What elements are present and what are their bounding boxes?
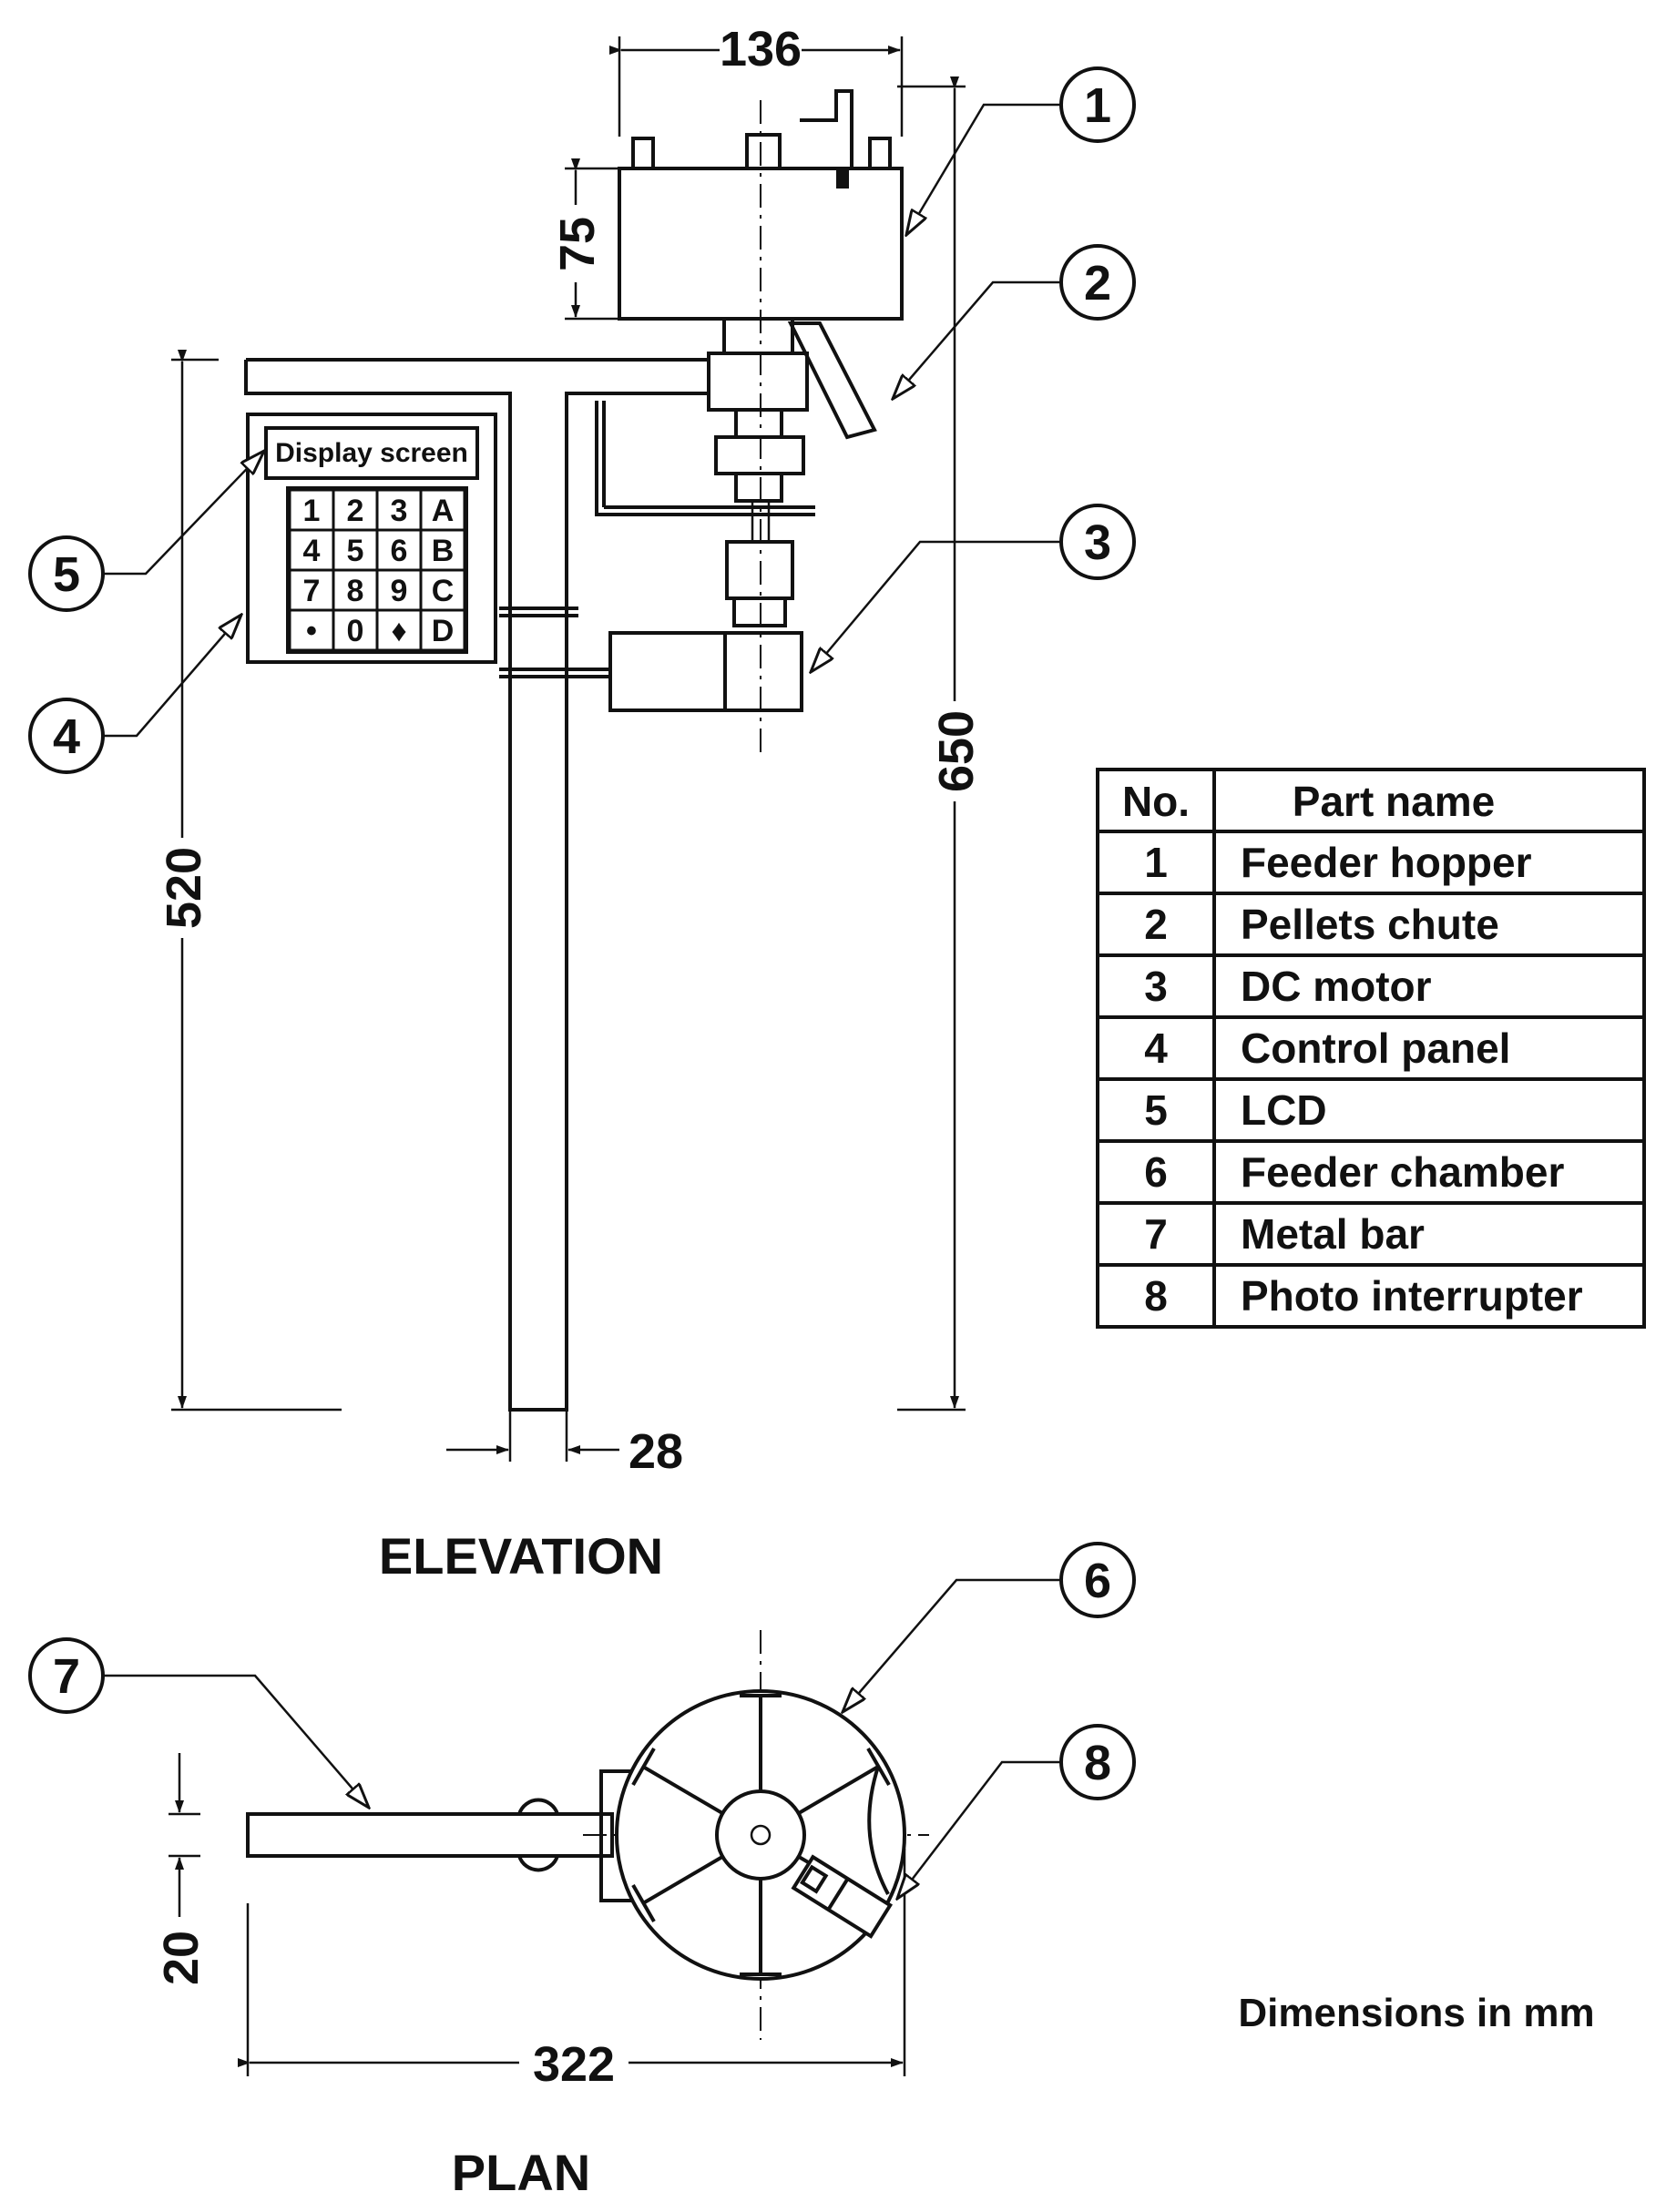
- table-cell-part-name: Pellets chute: [1241, 901, 1499, 948]
- hopper-bolt: [868, 137, 892, 170]
- keypad-key-label: 5: [347, 534, 364, 568]
- table-cell-part-name: Control panel: [1241, 1024, 1510, 1072]
- keypad-key-label: B: [432, 534, 455, 568]
- motor-body: [608, 631, 803, 712]
- callout-3: [1059, 504, 1136, 580]
- keypad-key-label: 2: [347, 494, 364, 528]
- table-cell-part-name: Metal bar: [1241, 1210, 1425, 1258]
- table-cell-no: 5: [1144, 1086, 1168, 1134]
- keypad-key-label: A: [432, 494, 455, 528]
- svg-text:136: 136: [720, 22, 802, 76]
- keypad-frame: [286, 486, 468, 654]
- keypad-key-label: 4: [303, 534, 321, 568]
- table-cell-no: 7: [1144, 1210, 1168, 1258]
- table-cell-part-name: DC motor: [1241, 963, 1432, 1010]
- svg-text:28: 28: [629, 1424, 683, 1479]
- svg-text:3: 3: [1084, 515, 1111, 570]
- dim-pole-width: 28: [446, 1410, 683, 1479]
- keypad-key-label: 9: [391, 574, 408, 608]
- keypad-key-label: •: [306, 614, 317, 648]
- coupling-jaw: [732, 596, 787, 627]
- keypad-key-label: 7: [303, 574, 321, 608]
- keypad-key-label: 3: [391, 494, 408, 528]
- callout-6: [1059, 1542, 1136, 1618]
- table-cell-part-name: Photo interrupter: [1241, 1272, 1583, 1320]
- dim-total-height: 650: [897, 76, 984, 1412]
- callout-1: [1059, 66, 1136, 143]
- hopper-bolt: [745, 133, 782, 170]
- plan-view: 20 322 PLAN: [154, 1630, 929, 2201]
- table-cell-part-name: Feeder chamber: [1241, 1148, 1564, 1196]
- keypad-key-label: D: [432, 614, 455, 648]
- svg-text:322: 322: [533, 2037, 615, 2092]
- svg-text:8: 8: [1084, 1736, 1111, 1790]
- svg-text:1: 1: [1084, 78, 1111, 133]
- svg-text:4: 4: [53, 709, 80, 764]
- callout-8: [1059, 1724, 1136, 1800]
- svg-text:2: 2: [1084, 256, 1111, 311]
- units-note: Dimensions in mm: [1238, 1991, 1594, 2035]
- svg-text:5: 5: [53, 547, 80, 602]
- keypad-key-label: ♦: [391, 614, 406, 648]
- shaft-collar: [734, 408, 783, 439]
- svg-text:520: 520: [157, 847, 211, 929]
- hopper-bolt: [631, 137, 655, 170]
- callout-4: [28, 698, 105, 774]
- feeder-chamber-plan: [615, 1689, 906, 1981]
- callout-5: [28, 535, 105, 612]
- callout-7: [28, 1637, 105, 1714]
- table-cell-no: 2: [1144, 901, 1168, 948]
- svg-text:7: 7: [53, 1649, 80, 1704]
- svg-text:20: 20: [154, 1931, 209, 1985]
- table-cell-no: 1: [1144, 839, 1168, 886]
- dim-hopper-height: 75: [550, 158, 619, 321]
- stand-frame: [244, 358, 815, 1412]
- dim-stand-height: 520: [157, 350, 342, 1412]
- table-cell-part-name: Feeder hopper: [1241, 839, 1532, 886]
- photo-interrupter: [791, 1854, 893, 1939]
- dim-bar-width: 20: [154, 1753, 209, 1985]
- svg-text:650: 650: [929, 710, 984, 792]
- callout-2: [1059, 244, 1136, 321]
- svg-text:6: 6: [1084, 1554, 1111, 1608]
- keypad-key-label: 6: [391, 534, 408, 568]
- table-cell-no: 3: [1144, 963, 1168, 1010]
- table-header-no: No.: [1122, 778, 1190, 825]
- plan-label: PLAN: [452, 2144, 590, 2201]
- table-cell-part-name: LCD: [1241, 1086, 1327, 1134]
- elevation-label: ELEVATION: [379, 1527, 663, 1585]
- hopper-sensor-bracket: [800, 89, 853, 168]
- panel-housing: [246, 413, 497, 664]
- keypad-key-label: C: [432, 574, 455, 608]
- dc-motor: [608, 631, 803, 712]
- keypad-key-label: 8: [347, 574, 364, 608]
- metal-bar: [246, 1812, 614, 1858]
- pellets-chute: [787, 321, 877, 440]
- keypad-key: [419, 608, 466, 652]
- keypad-key-label: 0: [347, 614, 364, 648]
- table-cell-no: 6: [1144, 1148, 1168, 1196]
- hopper-sensor: [836, 168, 849, 189]
- chamber-neck: [722, 317, 794, 355]
- parts-table: No. Part name 1 Feeder hopper 2 Pellets chu…: [1096, 768, 1646, 1329]
- table-header-part-name: Part name: [1293, 778, 1495, 825]
- table-cell-no: 4: [1144, 1024, 1168, 1072]
- lcd-display-label: Display screen: [275, 438, 468, 468]
- table-cell-no: 8: [1144, 1272, 1168, 1320]
- keypad-key-label: 1: [303, 494, 321, 528]
- support-arm: [595, 401, 815, 516]
- dim-hopper-width: 136: [609, 22, 904, 137]
- shaft-collar: [734, 472, 783, 503]
- callouts: 1 2 3 5 4 6 7 8: [28, 66, 1136, 1899]
- svg-text:75: 75: [550, 217, 605, 271]
- feeder-chamber-elev: [707, 352, 809, 412]
